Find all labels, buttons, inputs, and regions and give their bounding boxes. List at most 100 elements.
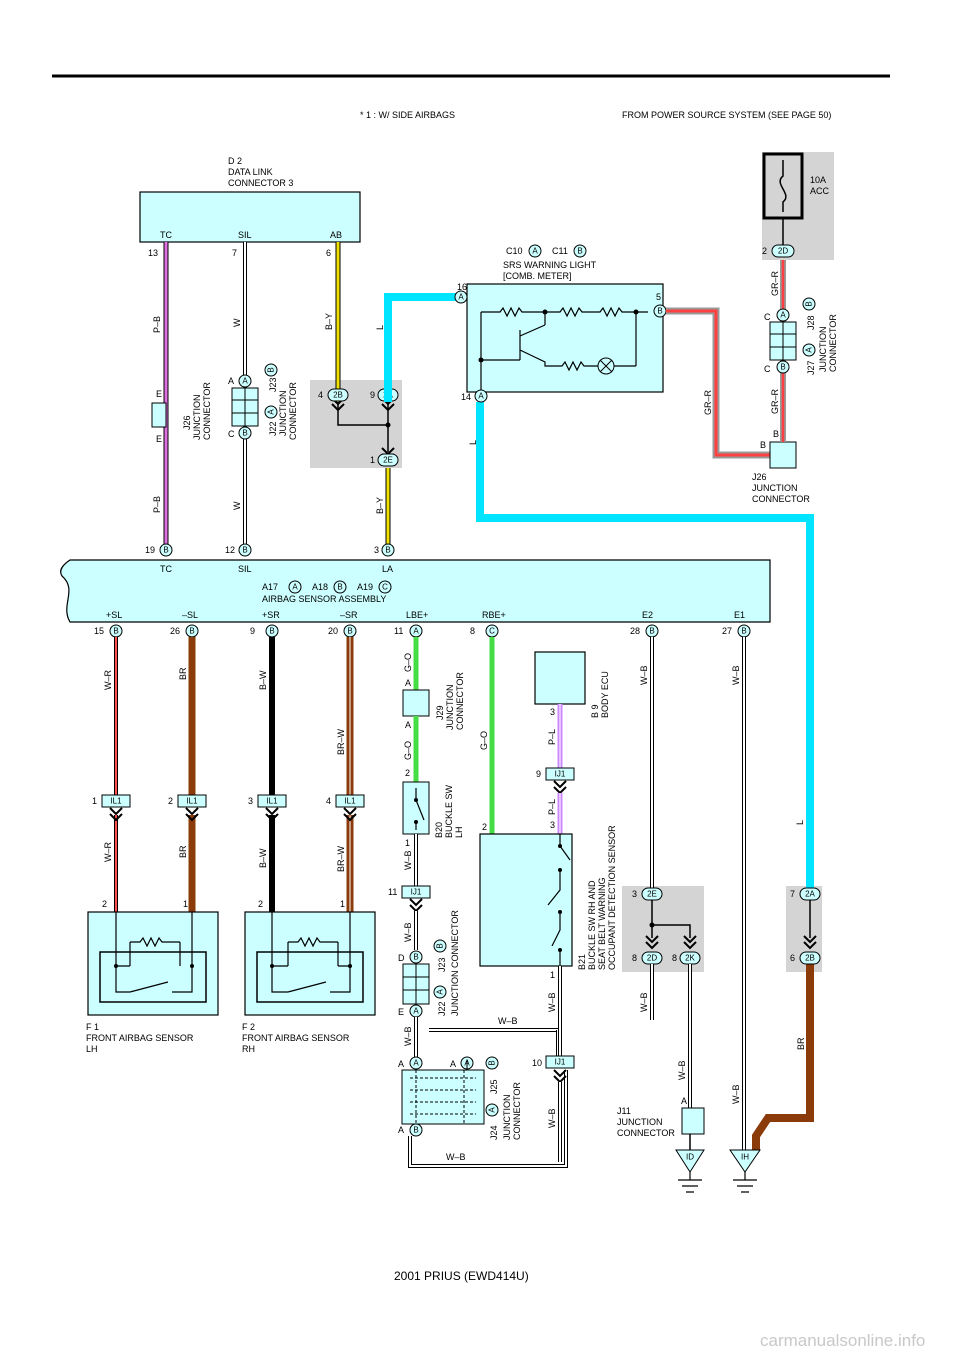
j22-23-top-pin-c: C: [228, 429, 235, 439]
svg-text:BR–W: BR–W: [336, 728, 346, 755]
fuse-rating: 10A: [810, 175, 826, 185]
svg-text:16: 16: [457, 282, 467, 292]
svg-text:A: A: [292, 583, 298, 592]
assy-pin-badge-letter: B: [113, 627, 118, 636]
dlc3-num-6: 6: [326, 248, 331, 258]
f1-side: LH: [86, 1044, 98, 1054]
f2-name: FRONT AIRBAG SENSOR: [242, 1033, 350, 1043]
b20-name: BUCKLE SW: [444, 784, 454, 838]
svg-text:W–R: W–R: [103, 670, 113, 691]
svg-text:W–B: W–B: [403, 850, 413, 870]
svg-text:B: B: [436, 943, 445, 948]
dlc3-pin-ab: AB: [330, 230, 342, 240]
assy-pin-label: +SL: [106, 610, 122, 620]
b21-name3: OCCUPANT DETECTION SENSOR: [607, 825, 617, 970]
splice-2e: [377, 453, 399, 467]
j22-bottom-id: J22: [437, 1001, 447, 1016]
svg-text:A: A: [398, 1059, 404, 1069]
svg-text:W–B: W–B: [403, 1026, 413, 1046]
svg-text:C: C: [764, 364, 771, 374]
svg-text:A: A: [681, 1096, 687, 1106]
svg-text:4: 4: [326, 796, 331, 806]
svg-text:P–L: P–L: [547, 729, 557, 745]
svg-text:9: 9: [370, 390, 375, 400]
svg-text:2: 2: [102, 899, 107, 909]
wire-label-pb-2: P–B: [152, 496, 162, 513]
svg-text:6: 6: [790, 953, 795, 963]
assy-pin-badge-letter: B: [189, 627, 194, 636]
wire-label-pb-1: P–B: [152, 316, 162, 333]
j26-right-box: [769, 441, 797, 469]
svg-text:B: B: [267, 367, 276, 372]
svg-text:IL1: IL1: [186, 797, 198, 806]
wire-label-grr-1: GR–R: [703, 389, 713, 415]
dlc3-id: D 2: [228, 156, 242, 166]
assy-pin-number: 28: [630, 626, 640, 636]
svg-text:IJ1: IJ1: [555, 770, 566, 779]
j11-name: JUNCTION: [617, 1117, 663, 1127]
svg-text:B: B: [337, 583, 342, 592]
b21-name: BUCKLE SW RH AND: [587, 880, 597, 970]
assy-pin-number: 11: [394, 626, 403, 636]
wire-label-grr-3: GR–R: [770, 388, 780, 414]
svg-text:14: 14: [461, 392, 471, 402]
svg-text:2: 2: [762, 246, 767, 256]
svg-text:2B: 2B: [333, 391, 343, 400]
assy-a18: A18: [312, 582, 328, 592]
f1-id: F 1: [86, 1022, 99, 1032]
svg-text:A: A: [405, 720, 411, 730]
svg-text:B: B: [242, 546, 247, 555]
svg-text:2A: 2A: [805, 890, 815, 899]
ground-ih: [729, 1149, 761, 1173]
j11-id: J11: [617, 1106, 631, 1116]
svg-text:W–B: W–B: [446, 1152, 466, 1162]
srs-c10: C10: [506, 246, 523, 256]
srs-warning-light: [466, 283, 664, 393]
assy-name: AIRBAG SENSOR ASSEMBLY: [262, 594, 386, 604]
svg-text:10: 10: [532, 1058, 542, 1068]
svg-text:W–B: W–B: [731, 1084, 741, 1104]
wire-label-grr-2: GR–R: [770, 270, 780, 296]
svg-text:A: A: [805, 347, 814, 353]
svg-text:2D: 2D: [647, 954, 657, 963]
dlc3-name: DATA LINK: [228, 167, 273, 177]
j29-name2: CONNECTOR: [455, 672, 465, 730]
svg-text:8: 8: [672, 953, 677, 963]
svg-text:8: 8: [632, 953, 637, 963]
j24-25-name: JUNCTION: [502, 1095, 512, 1141]
assy-pin-label: –SL: [182, 610, 198, 620]
assy-a19: A19: [357, 582, 373, 592]
dlc3-box: [139, 191, 361, 243]
svg-text:A: A: [458, 293, 464, 302]
j29-name: JUNCTION: [445, 685, 455, 731]
j26-top-name2: CONNECTOR: [202, 382, 212, 440]
svg-text:BR: BR: [178, 845, 188, 858]
svg-text:2: 2: [482, 822, 487, 832]
body-ecu: [534, 651, 586, 705]
b9-id: B 9: [590, 704, 600, 718]
j22-23-top-name2: CONNECTOR: [288, 382, 298, 440]
j26-right-name2: CONNECTOR: [752, 494, 810, 504]
svg-text:G–O: G–O: [479, 731, 489, 750]
svg-text:G–O: G–O: [403, 741, 413, 760]
front-airbag-sensor-lh: [87, 911, 219, 1016]
j26-right-name: JUNCTION: [752, 483, 798, 493]
b20-side: LH: [454, 826, 464, 838]
assy-pin-sil: SIL: [238, 564, 252, 574]
j22-23-top-pin-a: A: [228, 376, 234, 386]
airbag-sensor-assembly: [60, 559, 771, 623]
assy-pin-label: +SR: [262, 610, 280, 620]
svg-text:B: B: [242, 429, 247, 438]
svg-text:W–R: W–R: [103, 842, 113, 863]
svg-text:3: 3: [248, 796, 253, 806]
j24-id: J24: [489, 1125, 499, 1140]
j11-name2: CONNECTOR: [617, 1128, 675, 1138]
srs-c11: C11: [552, 246, 568, 256]
wire-br-ground: [752, 964, 814, 1150]
assy-pin-label: –SR: [340, 610, 358, 620]
svg-text:P–L: P–L: [547, 799, 557, 815]
svg-text:A: A: [488, 1107, 497, 1113]
svg-text:IJ1: IJ1: [555, 1058, 566, 1067]
svg-text:ID: ID: [686, 1153, 694, 1162]
